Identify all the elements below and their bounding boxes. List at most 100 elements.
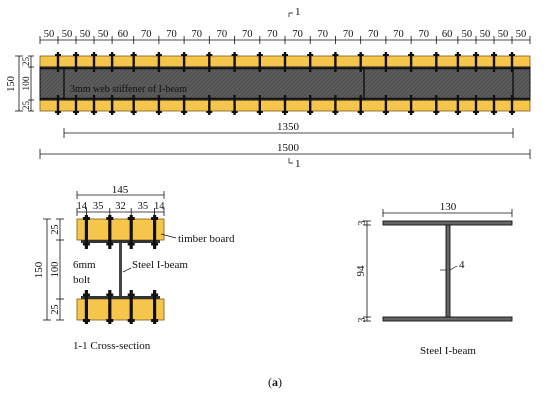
section-mark-bottom: 1 xyxy=(288,158,301,170)
bolt-washer xyxy=(256,54,263,56)
bolt xyxy=(208,52,211,72)
ibeam-bottom-flange xyxy=(382,316,513,322)
bolt xyxy=(157,95,161,115)
bolt-washer xyxy=(491,54,497,56)
bolt xyxy=(132,52,135,72)
top-spacing-label: 70 xyxy=(292,29,303,40)
bolt xyxy=(492,52,496,72)
bolt xyxy=(359,95,362,115)
section-mark-label: 1 xyxy=(295,158,301,170)
bolt-washer xyxy=(130,111,137,113)
top-spacing-label: 70 xyxy=(343,29,354,40)
bolt xyxy=(510,52,514,72)
top-spacing-label: 50 xyxy=(462,29,473,40)
bolt xyxy=(129,290,133,324)
bolt xyxy=(258,52,261,72)
top-spacing-label: 60 xyxy=(442,29,453,40)
bolt xyxy=(409,95,413,115)
bolt-nut xyxy=(82,293,90,296)
timber-board-label: timber board xyxy=(178,233,235,245)
beam-leader xyxy=(122,267,132,273)
bolt-washer xyxy=(433,54,440,56)
bolt xyxy=(456,95,460,115)
bolt xyxy=(108,215,112,249)
bolt xyxy=(84,290,88,324)
bolt xyxy=(510,95,514,115)
top-spacing-label: 50 xyxy=(498,29,509,40)
cross-section-caption: 1-1 Cross-section xyxy=(73,340,151,352)
ibeam-web xyxy=(445,224,451,318)
bolt xyxy=(384,95,388,115)
bolt-washer xyxy=(382,111,389,113)
stiffener-label: 3mm web stiffener of I-beam xyxy=(70,84,187,95)
elevation-timber-bottom-dim: 25 xyxy=(21,101,31,111)
bolt xyxy=(56,52,60,72)
bolt-washer xyxy=(55,111,61,113)
bolt-washer xyxy=(454,54,461,56)
total-dimension: 1500 xyxy=(39,142,531,159)
bolt-washer xyxy=(357,111,364,113)
cross-height-dim: 150 xyxy=(33,261,45,278)
bolt-head xyxy=(151,217,159,220)
top-spacing-label: 70 xyxy=(418,29,429,40)
bolt-head xyxy=(106,319,114,322)
bolt xyxy=(258,95,261,115)
bolt-nut xyxy=(151,243,159,246)
top-spacing-label: 70 xyxy=(267,29,278,40)
bolt xyxy=(435,52,438,72)
cross-bottom-timber xyxy=(76,298,165,321)
bolt-head xyxy=(127,319,135,322)
bolt-washer xyxy=(282,54,288,56)
cross-steel-dim: 100 xyxy=(50,262,61,278)
elevation-steel-dim: 100 xyxy=(22,76,32,91)
bolt-washer xyxy=(181,54,188,56)
bolt-washer xyxy=(509,111,515,113)
top-spacing-label: 60 xyxy=(118,29,129,40)
top-spacing-label: 70 xyxy=(368,29,379,40)
bolt xyxy=(456,52,460,72)
bolt-head xyxy=(82,217,90,220)
panel-label: (a) xyxy=(268,375,282,389)
bolt xyxy=(110,52,114,72)
bolt xyxy=(110,95,114,115)
bolt-nut xyxy=(106,243,114,246)
bolt-washer xyxy=(73,54,79,56)
bolt-washer xyxy=(408,111,415,113)
ibeam-bottom-flange-dim: 3 xyxy=(357,318,368,323)
ibeam-detail-view: 130 4 3 94 3 Steel I-beam xyxy=(355,201,513,357)
bolt xyxy=(56,95,60,115)
bolt-washer xyxy=(206,111,213,113)
cross-total-width-label: 145 xyxy=(112,184,129,196)
bolt-washer xyxy=(155,111,162,113)
top-spacing-label: 70 xyxy=(393,29,404,40)
bolt-head xyxy=(82,319,90,322)
cross-top-flange xyxy=(81,240,160,243)
elevation-height-dim: 150 xyxy=(6,76,17,92)
bolt-washer xyxy=(130,54,137,56)
ibeam-caption: Steel I-beam xyxy=(420,345,476,357)
bolt xyxy=(435,95,438,115)
elevation-bolts xyxy=(55,52,515,115)
bolt-washer xyxy=(307,111,314,113)
cross-top-timber xyxy=(76,218,165,241)
bolt-head xyxy=(127,217,135,220)
bolt-spacing-label: 35 xyxy=(138,201,149,212)
top-spacing-label: 50 xyxy=(516,29,527,40)
bolt-washer xyxy=(181,111,188,113)
bolt xyxy=(74,95,78,115)
bolt xyxy=(92,52,96,72)
bolt-nut xyxy=(127,293,135,296)
bolt-washer xyxy=(357,54,364,56)
bolt xyxy=(334,95,337,115)
bolt-washer xyxy=(91,54,97,56)
bolt-washer xyxy=(91,111,97,113)
elevation-timber-top-dim: 25 xyxy=(21,57,31,67)
bolt-head xyxy=(106,217,114,220)
ibeam-width-label: 130 xyxy=(440,201,457,213)
bolt-washer xyxy=(73,111,79,113)
bolt-washer xyxy=(155,54,162,56)
bolt-washer xyxy=(491,111,497,113)
bolt-nut xyxy=(151,293,159,296)
bolt-label-line2: bolt xyxy=(73,274,90,286)
